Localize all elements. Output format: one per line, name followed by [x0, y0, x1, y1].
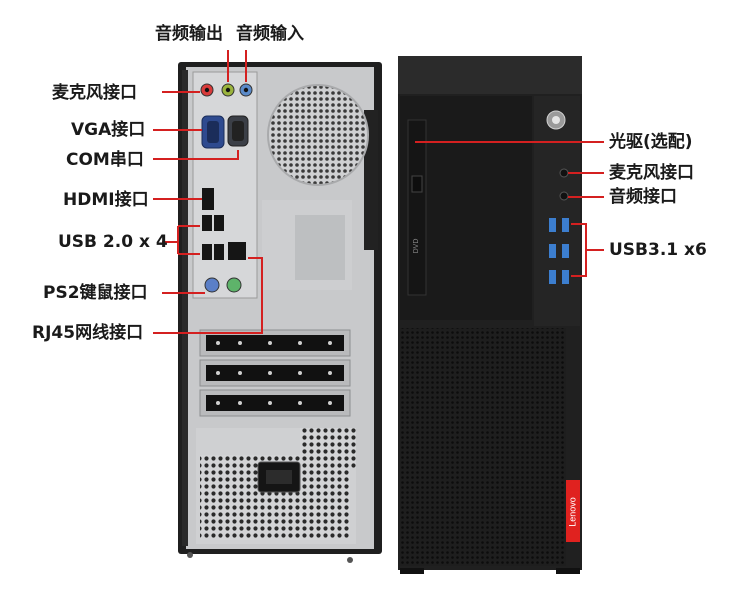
io-shield [192, 71, 258, 299]
label-usb2: USB 2.0 x 4 [58, 232, 168, 252]
front-audio-jack [559, 191, 569, 201]
rear-chassis [178, 62, 382, 563]
lenovo-logo-text: Lenovo [567, 497, 577, 527]
label-mic-rear: 麦克风接口 [52, 83, 137, 103]
dvd-logo-text: DVD [413, 239, 420, 254]
label-audio-out: 音频输出 [155, 24, 223, 44]
ps2-mouse-port [226, 277, 242, 293]
optical-drive [407, 119, 427, 296]
rj45-port [228, 242, 246, 260]
ps2-keyboard-port [204, 277, 220, 293]
label-optical: 光驱(选配) [609, 132, 693, 152]
front-mesh [400, 328, 566, 566]
label-usb3: USB3.1 x6 [609, 240, 707, 260]
label-audio-in: 音频输入 [236, 24, 304, 44]
label-hdmi: HDMI接口 [63, 190, 149, 210]
usb3-ports [549, 218, 569, 284]
callout-lines [153, 50, 604, 334]
fan-grill [268, 85, 368, 185]
label-rj45: RJ45网线接口 [32, 323, 144, 343]
label-com: COM串口 [66, 150, 144, 170]
rear-ports [200, 83, 253, 293]
label-vga: VGA接口 [71, 120, 146, 140]
usb2-ports [202, 215, 224, 260]
label-mic-front: 麦克风接口 [609, 163, 694, 183]
front-chassis: Lenovo DVD [398, 56, 582, 574]
lenovo-badge [566, 480, 580, 542]
label-audio-front: 音频接口 [609, 187, 677, 207]
hdmi-port [202, 188, 214, 210]
expansion-slots [199, 329, 351, 417]
label-ps2: PS2键鼠接口 [43, 283, 148, 303]
front-mic-jack [559, 168, 569, 178]
